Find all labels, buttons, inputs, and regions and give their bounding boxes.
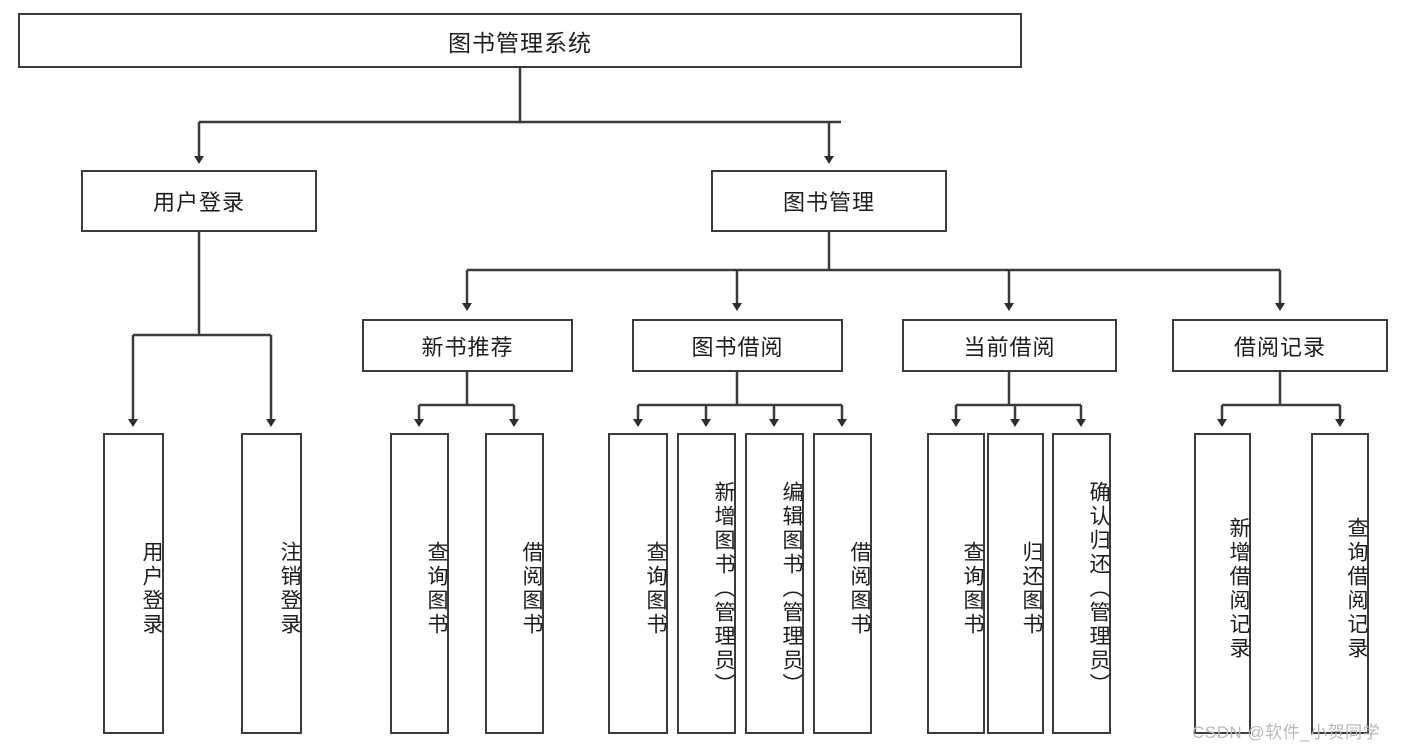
node-leaf-confirm-return-label: 确认归还（管理员） [1087,480,1110,697]
node-new-book-recommend[interactable]: 新书推荐 [362,319,573,372]
node-leaf-add-record[interactable]: 新增借阅记录 [1194,433,1251,734]
node-leaf-user-login[interactable]: 用户登录 [103,433,164,734]
node-leaf-add-book[interactable]: 新增图书（管理员） [677,433,736,734]
node-root-label: 图书管理系统 [448,29,592,56]
node-leaf-return-book-label: 归还图书 [1020,540,1043,637]
node-leaf-user-login-label: 用户登录 [140,540,163,637]
node-leaf-query-book-2-label: 查询图书 [644,540,667,637]
node-leaf-query-book-3-label: 查询图书 [961,540,984,637]
node-leaf-query-book-1-label: 查询图书 [425,540,448,637]
node-borrow-record-label: 借阅记录 [1233,334,1326,360]
node-leaf-query-book-2[interactable]: 查询图书 [608,433,668,734]
node-current-borrow[interactable]: 当前借阅 [902,319,1117,372]
node-leaf-confirm-return[interactable]: 确认归还（管理员） [1052,433,1111,734]
node-leaf-borrow-book-1-label: 借阅图书 [520,540,543,637]
node-leaf-query-book-1[interactable]: 查询图书 [390,433,449,734]
node-leaf-add-record-label: 新增借阅记录 [1227,516,1250,661]
node-book-borrow-label: 图书借阅 [691,334,784,360]
node-book-borrow[interactable]: 图书借阅 [632,319,843,372]
node-user-login[interactable]: 用户登录 [81,170,317,232]
node-leaf-add-book-label: 新增图书（管理员） [712,480,735,697]
node-leaf-edit-book-label: 编辑图书（管理员） [780,480,803,697]
node-leaf-return-book[interactable]: 归还图书 [987,433,1044,734]
node-new-book-recommend-label: 新书推荐 [421,334,514,360]
node-book-manage-label: 图书管理 [782,190,875,215]
node-leaf-borrow-book-2[interactable]: 借阅图书 [813,433,872,734]
node-leaf-query-record-label: 查询借阅记录 [1345,516,1368,661]
node-leaf-borrow-book-2-label: 借阅图书 [848,540,871,637]
node-leaf-user-logout[interactable]: 注销登录 [241,433,302,734]
node-root[interactable]: 图书管理系统 [18,13,1022,68]
node-leaf-query-book-3[interactable]: 查询图书 [927,433,985,734]
node-leaf-borrow-book-1[interactable]: 借阅图书 [485,433,544,734]
watermark: CSDN @软件_小贺同学 [1192,723,1381,742]
node-current-borrow-label: 当前借阅 [963,334,1056,360]
node-borrow-record[interactable]: 借阅记录 [1172,319,1388,372]
node-leaf-query-record[interactable]: 查询借阅记录 [1311,433,1369,734]
node-leaf-edit-book[interactable]: 编辑图书（管理员） [745,433,804,734]
node-user-login-label: 用户登录 [152,190,245,215]
node-book-manage[interactable]: 图书管理 [711,170,947,232]
node-leaf-user-logout-label: 注销登录 [278,540,301,637]
